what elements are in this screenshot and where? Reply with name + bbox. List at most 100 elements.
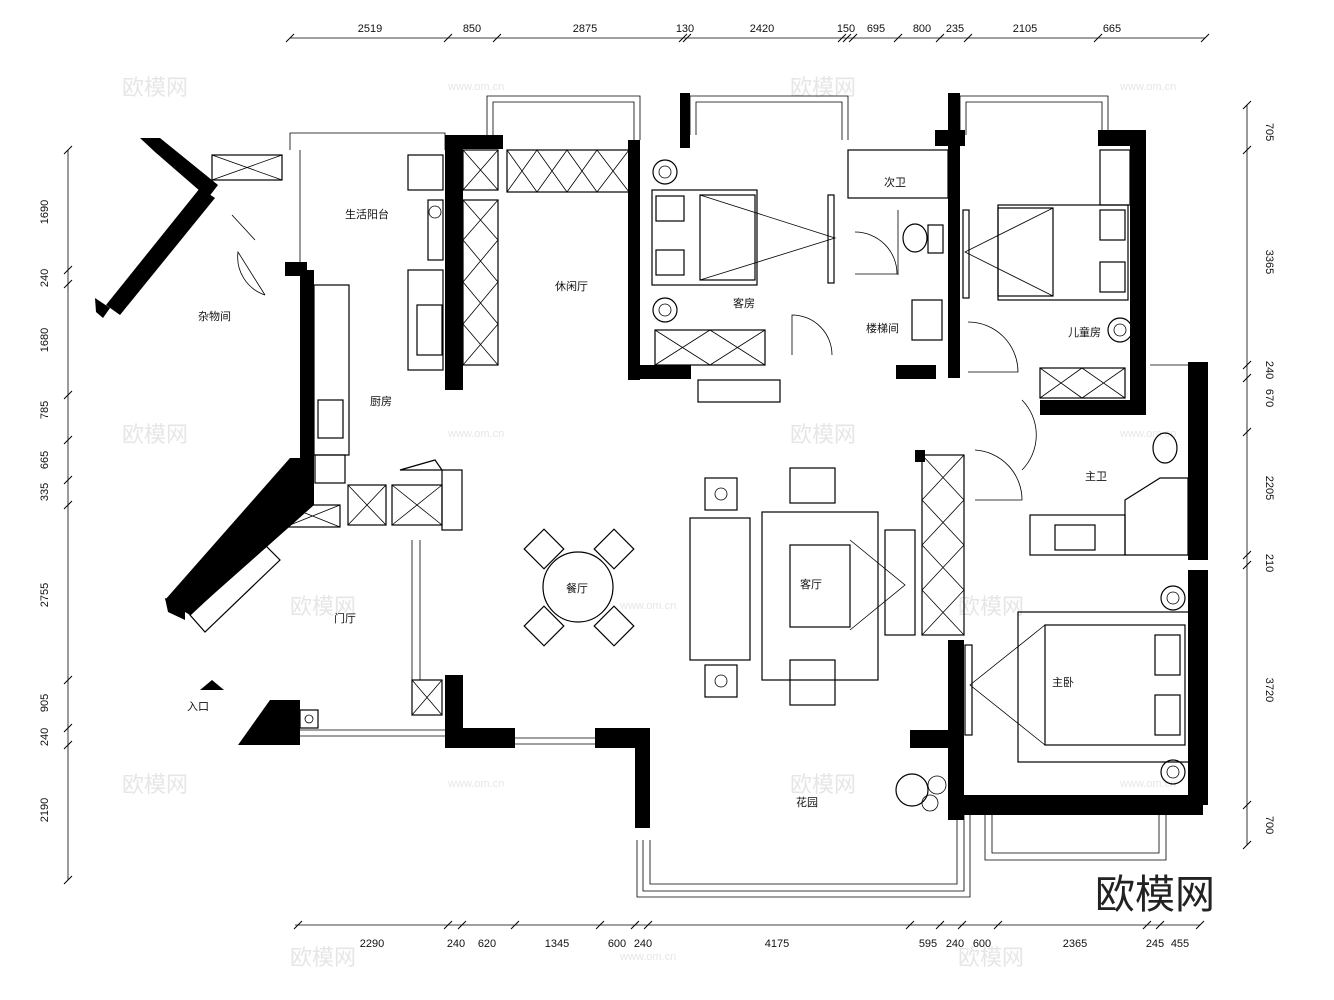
watermark-url: www.om.cn	[1119, 428, 1176, 440]
room-label-master: 主卧	[1052, 676, 1074, 689]
dimension-tick	[63, 723, 73, 733]
dimension-tick	[1242, 427, 1252, 437]
dim-bottom: 2365	[1063, 938, 1087, 950]
dimension-tick	[63, 875, 73, 885]
entrance-label: 入口	[187, 700, 209, 713]
watermark-text: 欧模网	[790, 423, 856, 448]
dimension-tick	[993, 920, 1003, 930]
dim-top: 130	[676, 23, 694, 35]
watermark-url: www.om.cn	[447, 81, 504, 93]
dimension-tick	[1242, 373, 1252, 383]
watermark-text: 欧模网	[958, 946, 1024, 971]
watermark-url: www.om.cn	[619, 951, 676, 963]
room-label-sec-bath: 次卫	[884, 175, 906, 189]
dimension-tick	[63, 145, 73, 155]
dim-right: 705	[1263, 123, 1275, 141]
dimension-tick	[1242, 550, 1252, 560]
watermark-text: 欧模网	[122, 423, 188, 448]
dim-left: 665	[39, 451, 51, 469]
entrance-marker: 入口	[187, 680, 224, 713]
dim-bottom: 455	[1171, 938, 1189, 950]
room-label-kids: 儿童房	[1068, 325, 1101, 339]
doors	[231, 214, 1037, 501]
dim-right: 670	[1263, 389, 1275, 407]
dim-bottom: 240	[447, 938, 465, 950]
dim-bottom: 240	[634, 938, 652, 950]
dim-bottom: 2290	[360, 938, 384, 950]
dimension-tick	[1195, 920, 1205, 930]
dim-left: 335	[39, 483, 51, 501]
dimension-tick	[1093, 33, 1103, 43]
dimension-tick	[630, 920, 640, 930]
dimension-ticks-right	[1242, 100, 1252, 850]
dim-right: 2205	[1263, 476, 1275, 500]
room-label-dining: 餐厅	[566, 581, 588, 595]
dim-top: 800	[913, 23, 931, 35]
dimension-tick	[63, 390, 73, 400]
room-label-guest: 客房	[733, 296, 755, 310]
dimension-lines	[67, 37, 1248, 926]
dimension-tick	[1242, 100, 1252, 110]
dimension-tick	[1242, 800, 1252, 810]
room-labels: 生活阳台 杂物间 休闲厅 客房 次卫 楼梯间 儿童房 厨房 主卫 餐厅 客厅 门…	[198, 175, 1107, 809]
dim-bottom: 620	[478, 938, 496, 950]
dimension-ticks-top	[285, 33, 1210, 43]
dim-top: 2105	[1013, 23, 1037, 35]
dim-right: 3365	[1263, 250, 1275, 274]
watermark-text: 欧模网	[958, 595, 1024, 620]
dimension-tick	[443, 920, 453, 930]
window-outlines	[289, 95, 1196, 898]
dimension-tick	[848, 33, 858, 43]
watermark-text: 欧模网	[290, 946, 356, 971]
room-label-storage: 杂物间	[198, 309, 231, 323]
dimension-tick	[893, 33, 903, 43]
watermarks: 欧模网 www.om.cn 欧模网 www.om.cn 欧模网 www.om.c…	[122, 76, 1176, 971]
dimension-tick	[957, 920, 967, 930]
dim-top: 150	[837, 23, 855, 35]
dimension-tick	[678, 33, 688, 43]
walls	[95, 93, 1208, 828]
dimension-tick	[682, 33, 692, 43]
dimension-tick	[842, 33, 852, 43]
room-label-living: 客厅	[800, 577, 822, 591]
dimension-tick	[1242, 360, 1252, 370]
dim-left: 1680	[39, 328, 51, 352]
watermark-text: 欧模网	[122, 76, 188, 101]
entrance-arrow-icon	[200, 680, 224, 690]
dimension-ticks-left	[63, 145, 73, 885]
dim-top: 665	[1103, 23, 1121, 35]
dimension-tick	[63, 475, 73, 485]
dim-bottom: 595	[919, 938, 937, 950]
dimension-tick	[1242, 840, 1252, 850]
dimension-labels-bottom: 2290 240 620 1345 600 240 4175 595 240 6…	[360, 938, 1189, 950]
dimension-tick	[837, 33, 847, 43]
dim-left: 2190	[39, 798, 51, 822]
dimension-tick	[905, 920, 915, 930]
dimension-labels-left: 1690 240 1680 785 665 335 2755 905 240 2…	[39, 200, 51, 822]
dimension-tick	[510, 920, 520, 930]
room-label-stair: 楼梯间	[866, 321, 899, 335]
dim-top: 2519	[358, 23, 382, 35]
dimension-tick	[1155, 920, 1165, 930]
dimension-labels-top: 2519 850 2875 130 2420 150 695 800 235 2…	[358, 23, 1121, 35]
watermark-url: www.om.cn	[619, 600, 676, 612]
dimension-tick	[1242, 560, 1252, 570]
dimension-tick	[293, 920, 303, 930]
watermark-text: 欧模网	[122, 773, 188, 798]
dimension-tick	[63, 279, 73, 289]
dimension-tick	[935, 33, 945, 43]
dim-left: 240	[39, 269, 51, 287]
brand-watermark: 欧模网	[1095, 872, 1215, 918]
dim-top: 2875	[573, 23, 597, 35]
fixtures	[189, 149, 1191, 812]
dimension-tick	[443, 33, 453, 43]
dimension-tick	[935, 920, 945, 930]
room-label-master-bath: 主卫	[1085, 470, 1107, 483]
dimension-tick	[63, 500, 73, 510]
dimension-tick	[1200, 33, 1210, 43]
dimension-tick	[492, 33, 502, 43]
dim-bottom: 600	[973, 938, 991, 950]
dim-top: 695	[867, 23, 885, 35]
dim-bottom: 600	[608, 938, 626, 950]
dimension-tick	[63, 265, 73, 275]
